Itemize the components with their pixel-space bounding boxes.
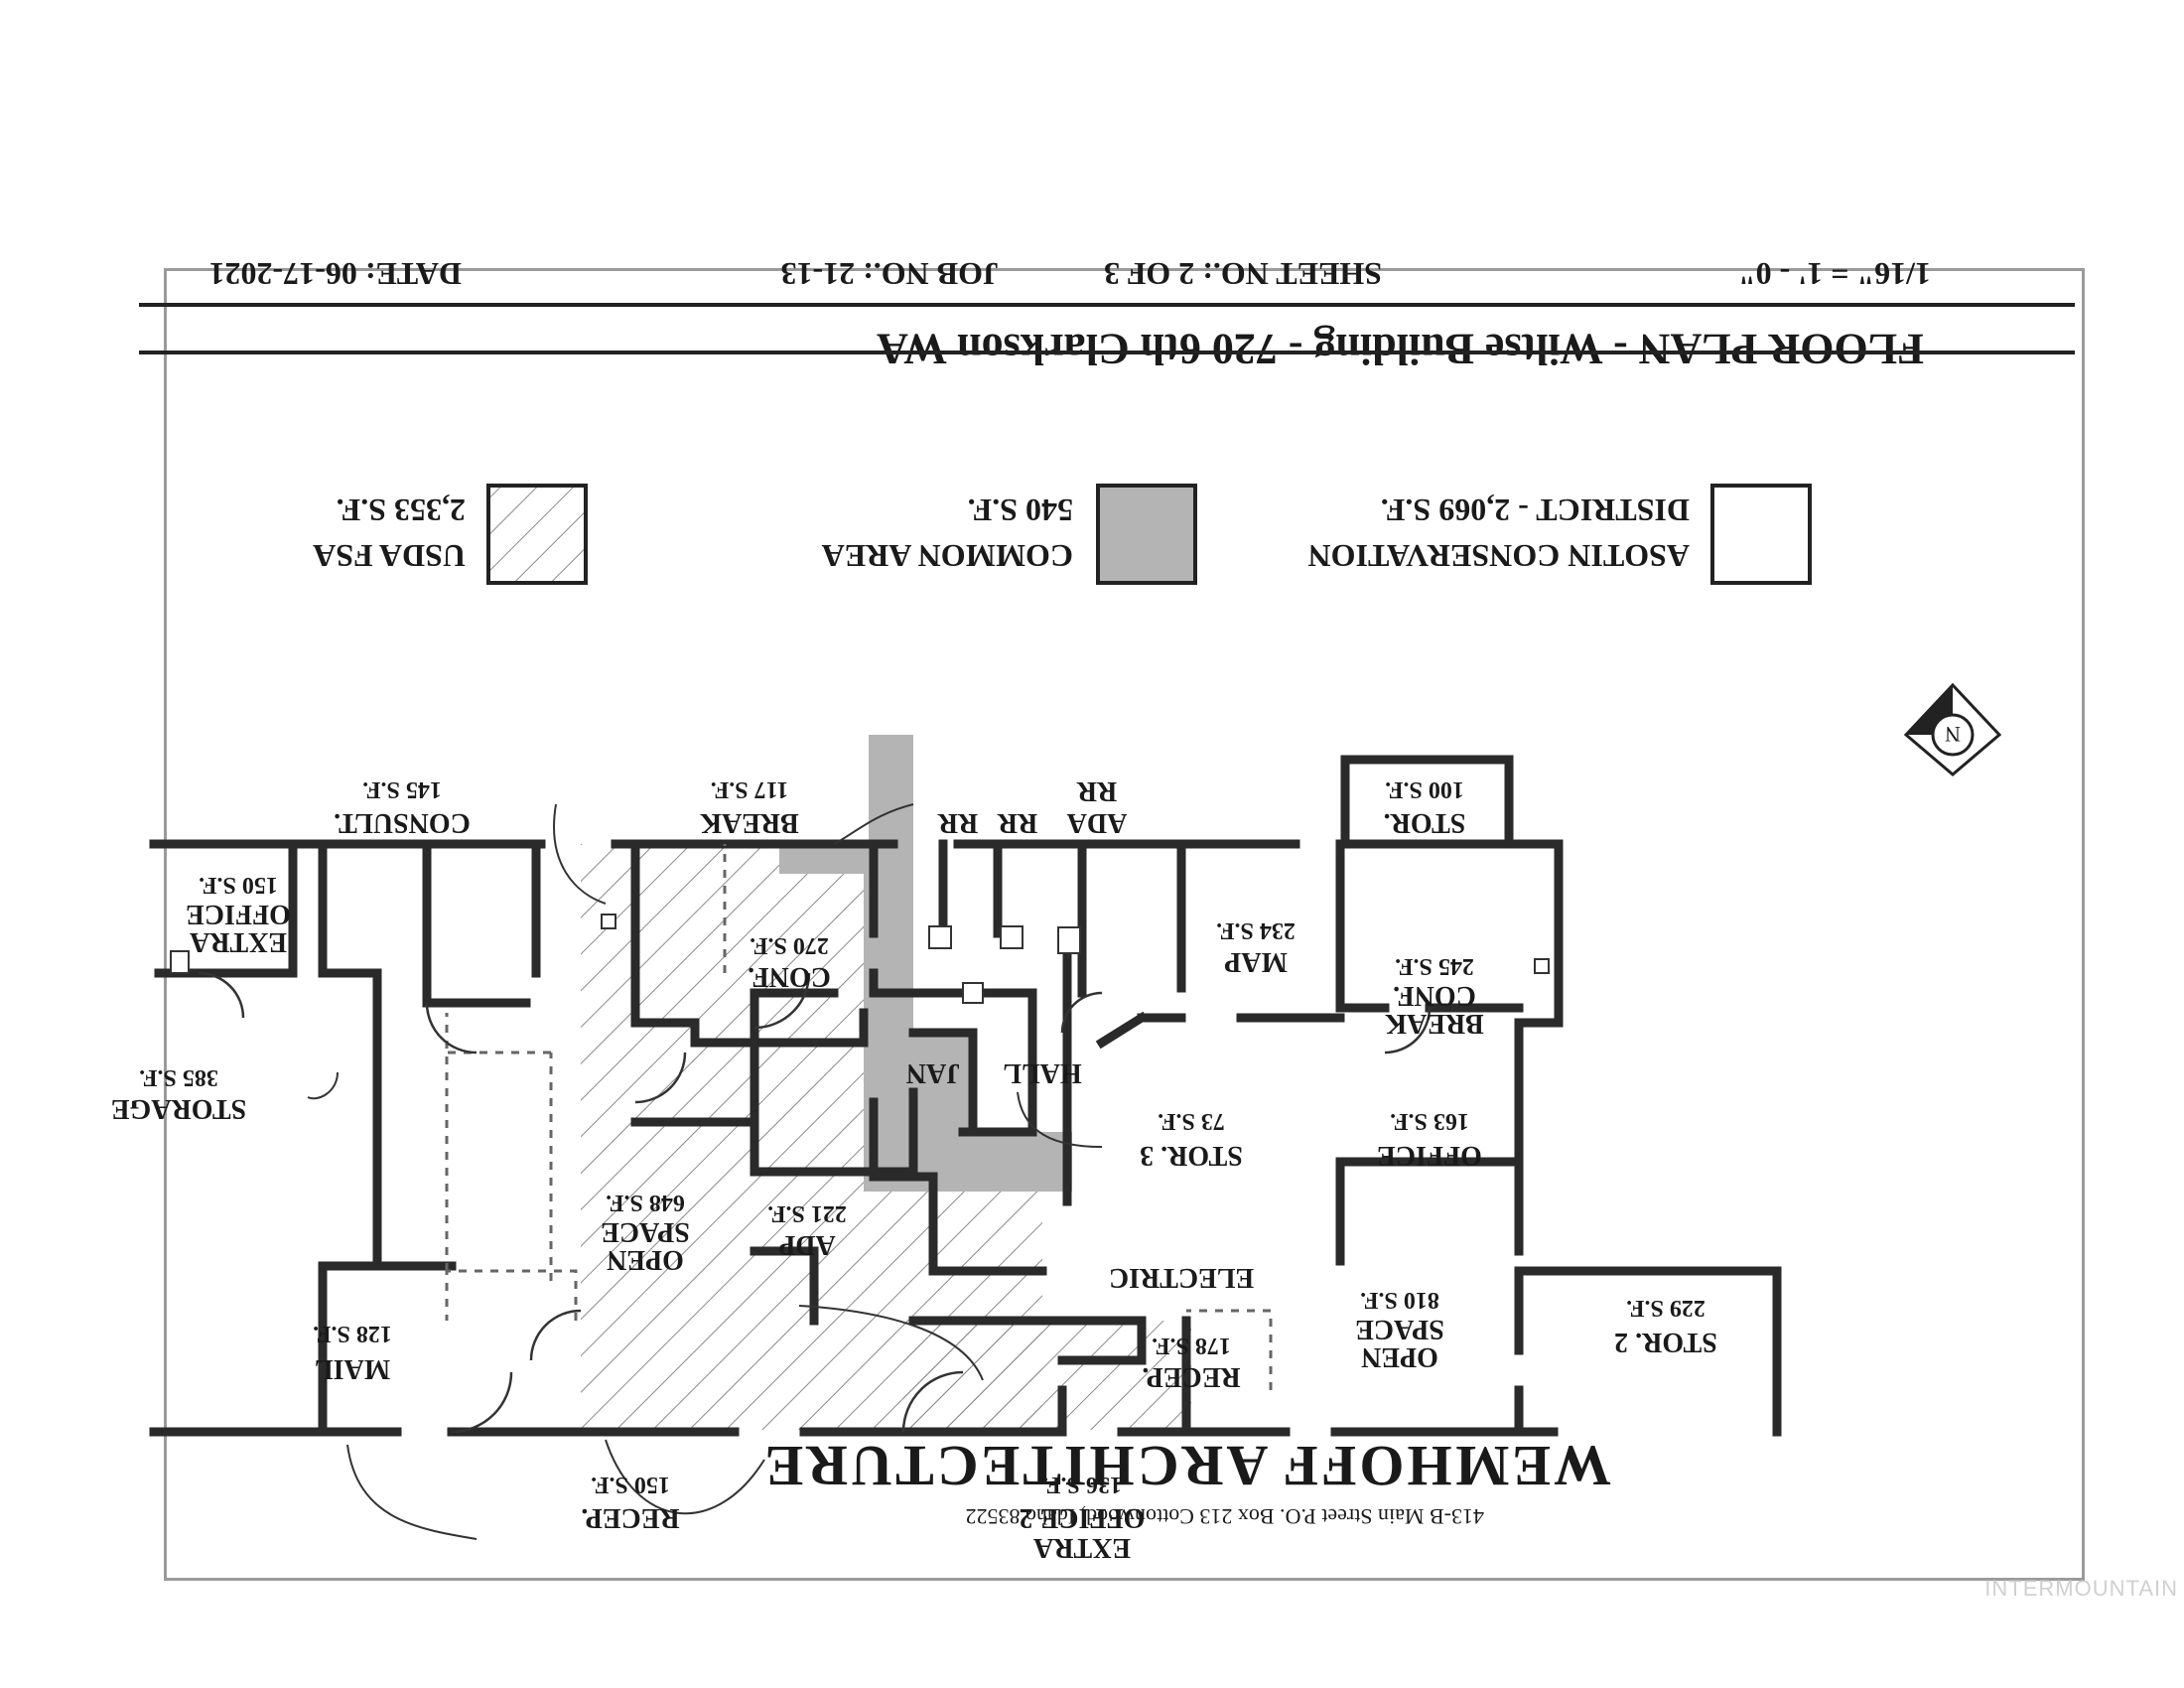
room-storage-name: STORAGE — [111, 1093, 246, 1124]
room-open648-area: 648 S.F. — [606, 1190, 685, 1215]
room-extra-office2-name2: OFFICE 2 — [1020, 1502, 1146, 1533]
leader-lines — [307, 803, 1103, 1540]
room-consult-name: CONSULT. — [334, 807, 471, 838]
room-rr1-name: RR — [997, 807, 1037, 838]
north-arrow: N — [1903, 682, 2002, 776]
room-rr2-name: RR — [937, 807, 978, 838]
room-adp-area: 221 S.F. — [767, 1200, 847, 1226]
watermark: INTERMOUNTAIN — [1984, 1576, 2178, 1601]
room-open810-area: 810 S.F. — [1360, 1287, 1439, 1313]
usda-fsa-area — [581, 844, 1608, 1430]
room-open810-name2: SPACE — [1355, 1314, 1444, 1344]
north-label: N — [1945, 722, 1961, 747]
legend-swatch-asotin — [1710, 484, 1812, 585]
room-open648-name1: OPEN — [607, 1244, 684, 1275]
legend-swatch-usda — [486, 484, 588, 585]
room-ada-rr-name1: ADA — [1066, 807, 1127, 838]
legend-swatch-common — [1096, 484, 1197, 585]
room-break-conf-name1: BREAK — [1385, 1008, 1484, 1039]
room-map-area: 234 S.F. — [1216, 917, 1296, 943]
room-conf270-name: CONF. — [748, 961, 831, 992]
room-mail-name: MAIL — [315, 1353, 390, 1384]
room-stor3-name: STOR. 3 — [1140, 1140, 1243, 1171]
room-hall-name: HALL — [1003, 1057, 1081, 1088]
room-stor100-area: 100 S.F. — [1385, 776, 1464, 802]
room-extra-office2-area: 136 S.F. — [1042, 1472, 1122, 1497]
room-storage-area: 385 S.F. — [139, 1064, 218, 1090]
room-adp-name: ADP — [778, 1229, 836, 1260]
room-recep178-area: 178 S.F. — [1152, 1333, 1231, 1358]
room-ada-rr-name2: RR — [1076, 775, 1117, 806]
room-break-conf-area: 245 S.F. — [1395, 953, 1474, 979]
room-recep150-area: 150 S.F. — [591, 1472, 670, 1497]
room-consult-area: 145 S.F. — [362, 776, 442, 802]
room-open810-name1: OPEN — [1361, 1341, 1438, 1372]
room-stor2-area: 229 S.F. — [1626, 1295, 1706, 1321]
room-recep178-name: RECEP. — [1142, 1361, 1240, 1392]
room-open648-name2: SPACE — [601, 1216, 690, 1247]
room-labels: STOR. 2 229 S.F. OPEN SPACE 810 S.F. REC… — [111, 775, 1717, 1563]
room-conf270-area: 270 S.F. — [750, 932, 829, 958]
room-electric-name: ELECTRIC — [1109, 1262, 1254, 1293]
room-break-conf-name2: CONF. — [1393, 980, 1476, 1011]
door-swings — [198, 971, 1432, 1434]
room-office163-name: OFFICE — [1377, 1140, 1482, 1171]
room-jan-name: JAN — [906, 1057, 960, 1088]
room-extra-office-area: 150 S.F. — [199, 872, 278, 898]
room-extra-office-name2: OFFICE — [186, 899, 291, 929]
room-extra-office2-name1: EXTRA — [1032, 1532, 1131, 1563]
room-mail-area: 128 S.F. — [313, 1321, 392, 1346]
room-recep150-name: RECEP. — [581, 1502, 679, 1533]
room-extra-office-name1: EXTRA — [189, 926, 287, 957]
room-stor100-name: STOR. — [1384, 807, 1466, 838]
room-map-name: MAP — [1224, 946, 1288, 977]
room-office163-area: 163 S.F. — [1390, 1108, 1469, 1134]
room-stor3-area: 73 S.F. — [1158, 1108, 1225, 1134]
room-break117-name: BREAK — [700, 807, 799, 838]
room-break117-area: 117 S.F. — [711, 776, 788, 802]
room-stor2-name: STOR. 2 — [1614, 1327, 1717, 1357]
